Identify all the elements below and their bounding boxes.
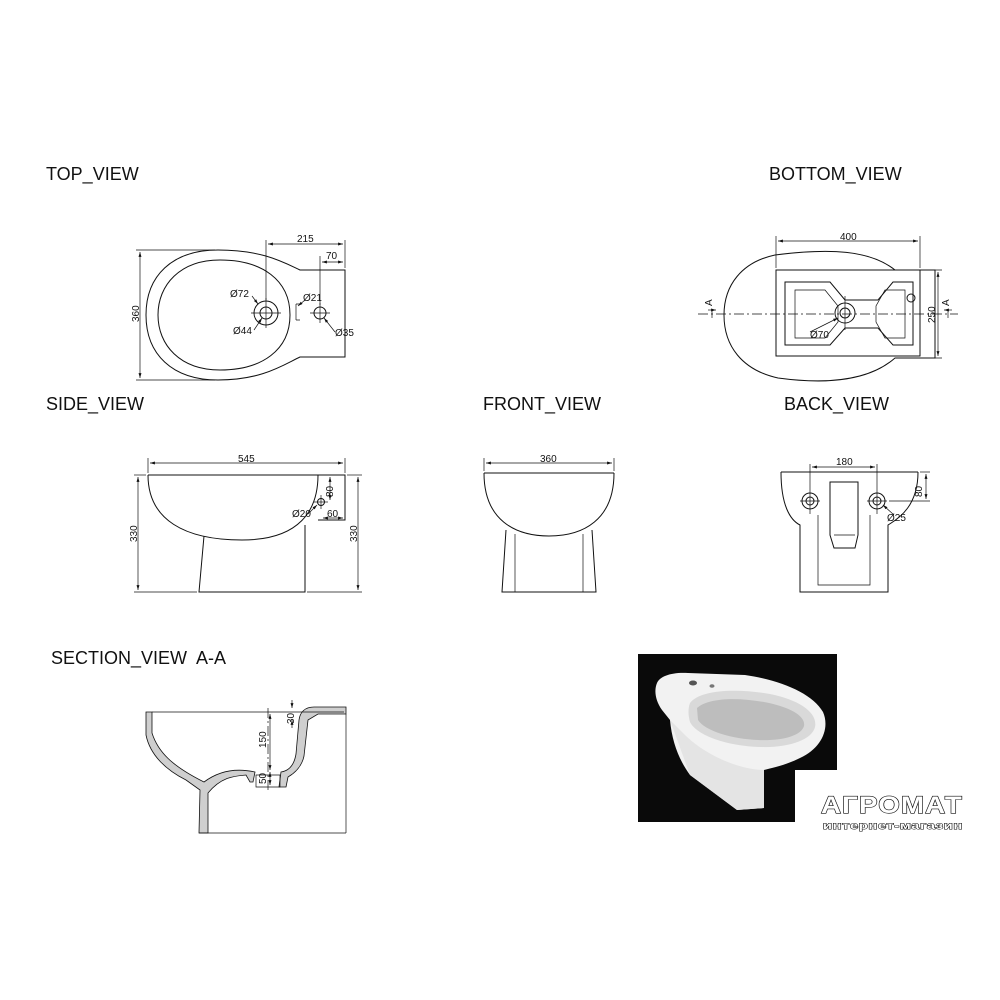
- side-dim-80: 80: [325, 485, 336, 497]
- side-view-drawing: [134, 458, 362, 593]
- bottom-dim-250: 250: [927, 306, 938, 323]
- section-dim-50: 50: [258, 772, 269, 784]
- bottom-view-drawing: [698, 236, 958, 382]
- side-view-title: SIDE_VIEW: [46, 394, 144, 415]
- back-dim-180: 180: [836, 457, 853, 468]
- top-view-drawing: [136, 240, 346, 381]
- bottom-dim-400: 400: [840, 232, 857, 243]
- front-view-drawing: [483, 458, 615, 593]
- top-dim-360: 360: [131, 305, 142, 322]
- top-hole-d72: Ø72: [230, 289, 249, 300]
- back-dim-80: 80: [914, 485, 925, 497]
- section-view-title: SECTION_VIEW A-A: [51, 648, 226, 669]
- agromat-logo: АГРОМАТ интернет-магазин: [820, 791, 963, 832]
- back-view-drawing: [780, 464, 930, 593]
- top-dim-70: 70: [326, 251, 338, 262]
- side-dim-330-left: 330: [129, 525, 140, 542]
- side-hole-d20: Ø20: [292, 509, 311, 520]
- top-view-title: TOP_VIEW: [46, 164, 139, 185]
- section-dim-30: 30: [286, 712, 297, 724]
- logo-main-text: АГРОМАТ: [821, 792, 963, 819]
- top-hole-d21: Ø21: [303, 293, 322, 304]
- back-view-title: BACK_VIEW: [784, 394, 889, 415]
- front-dim-360: 360: [540, 454, 557, 465]
- section-dim-150: 150: [258, 731, 269, 748]
- logo-sub-text: интернет-магазин: [823, 821, 963, 832]
- section-view-drawing: [145, 700, 347, 834]
- bottom-section-mark-left: A: [704, 299, 715, 306]
- bottom-hole-d70: Ø70: [810, 330, 829, 341]
- side-dim-330-right: 330: [349, 525, 360, 542]
- back-hole-d25: Ø25: [887, 513, 906, 524]
- top-dim-215: 215: [297, 234, 314, 245]
- bottom-view-title: BOTTOM_VIEW: [769, 164, 902, 185]
- side-dim-545: 545: [238, 454, 255, 465]
- top-hole-d44: Ø44: [233, 326, 252, 337]
- side-dim-60: 60: [327, 509, 339, 520]
- bottom-section-mark-right: A: [941, 299, 952, 306]
- product-photo: [638, 654, 837, 822]
- front-view-title: FRONT_VIEW: [483, 394, 601, 415]
- top-hole-d35: Ø35: [335, 328, 354, 339]
